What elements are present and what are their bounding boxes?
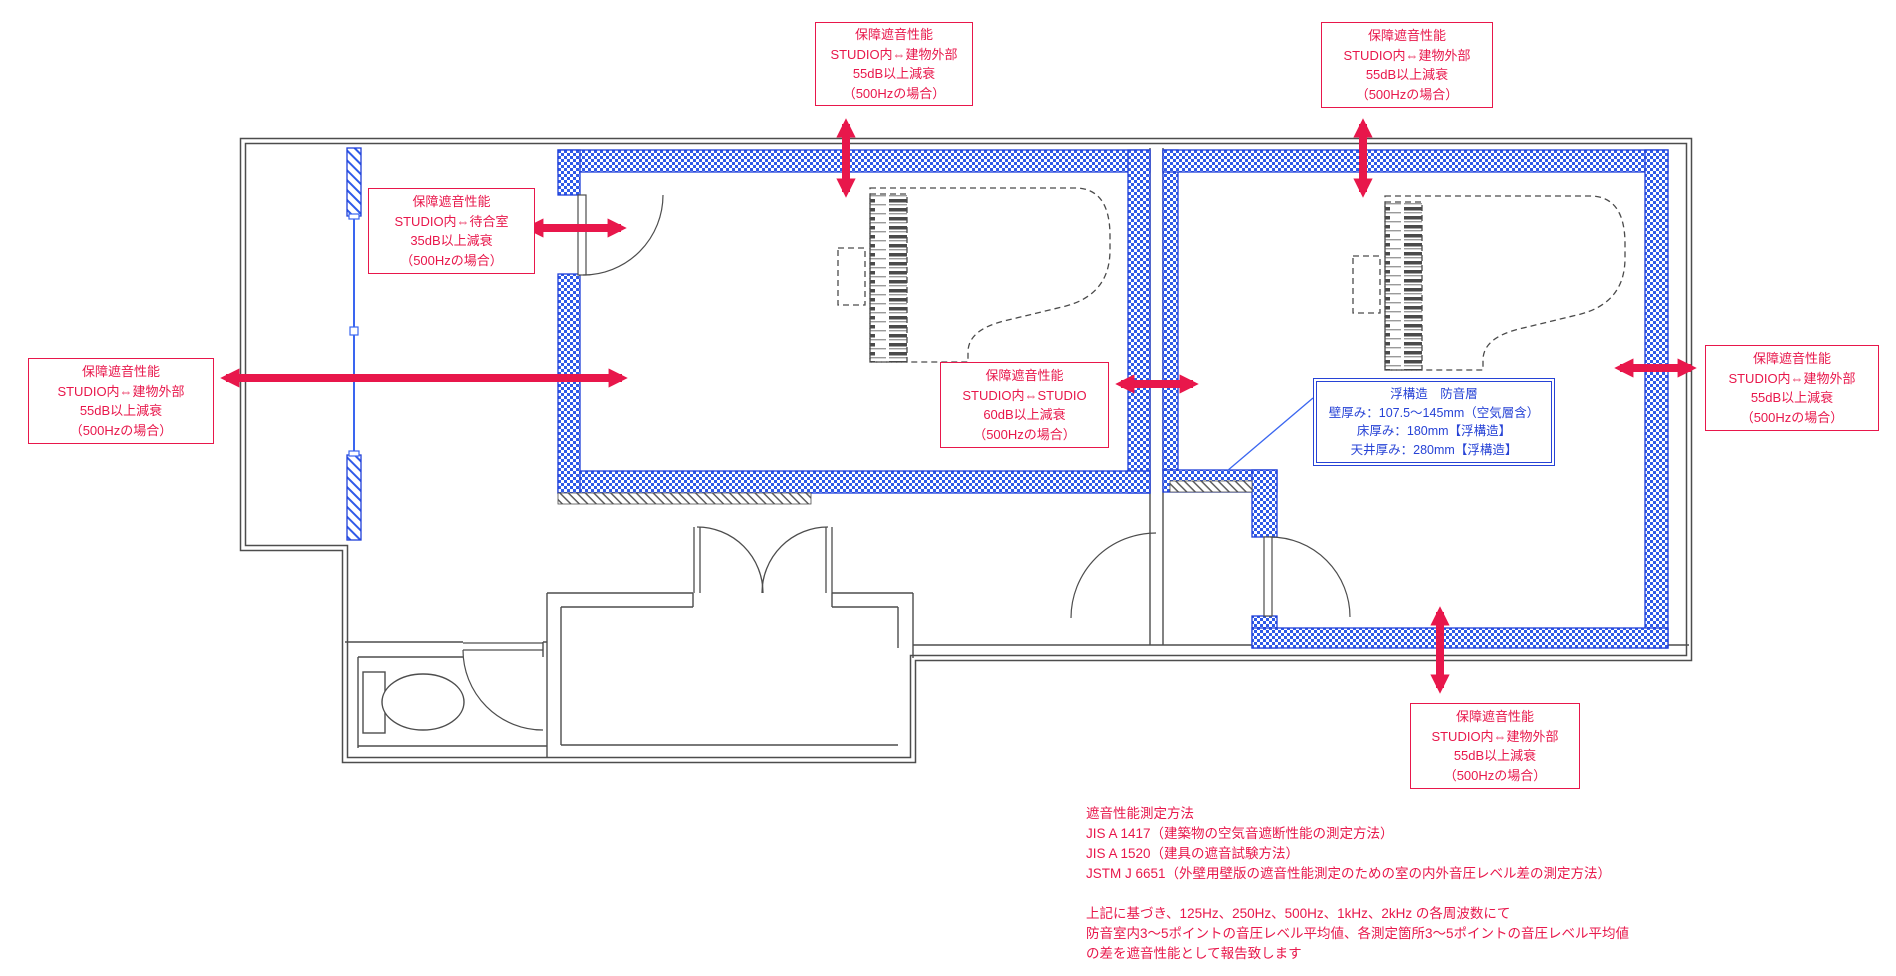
building-outer-shell [239,137,1693,764]
spec-line: 55dB以上減衰 [852,66,936,81]
sound-arrows [220,118,1697,694]
measurement-procedure: 上記に基づき、125Hz、250Hz、500Hz、1kHz、2kHz の各周波数… [1086,904,1726,964]
spec-line: （500Hzの場合） [400,252,503,268]
entry-double-door [693,526,833,594]
corridor-door [1070,532,1157,619]
note-line: JSTM J 6651（外壁用壁版の遮音性能測定のための室の内外音圧レベル差の測… [1086,866,1612,881]
note-line: 防音室内3～5ポイントの音圧レベル平均値、各測定箇所3～5ポイントの音圧レベル平… [1086,926,1630,941]
spec-box-top-center: 保障遮音性能 STUDIO内⇔建物外部 55dB以上減衰 （500Hzの場合） [815,22,973,106]
studio2-wall-liner [1169,480,1253,493]
note-line: の差を遮音性能として報告致します [1086,946,1302,961]
glass-wall [348,213,360,457]
spec-line: STUDIO内⇔建物外部 [1728,370,1856,386]
note-line: 遮音性能測定方法 [1086,806,1194,821]
spec-line: （500Hzの場合） [69,422,173,438]
studio2-door [1263,536,1351,618]
entry-room [546,592,914,757]
floating-structure-title: 浮構造 防音層 [1390,387,1478,401]
measurement-notes: 遮音性能測定方法 JIS A 1417（建築物の空気音遮断性能の測定方法） JI… [1086,804,1726,976]
spec-box-far-left: 保障遮音性能 STUDIO内⇔建物外部 55dB以上減衰 （500Hzの場合） [28,358,214,444]
note-line: 上記に基づき、125Hz、250Hz、500Hz、1kHz、2kHz の各周波数… [1086,906,1511,921]
spec-line: 保障遮音性能 [412,194,491,209]
studio1-wall-liner [557,492,812,505]
spec-line: （500Hzの場合） [1443,767,1547,783]
spec-box-far-right: 保障遮音性能 STUDIO内⇔建物外部 55dB以上減衰 （500Hzの場合） [1705,345,1879,431]
leader-line [1226,397,1314,472]
spec-line: 保障遮音性能 [854,27,933,42]
note-line: JIS A 1417（建築物の空気音遮断性能の測定方法） [1086,826,1394,841]
floating-structure-box-inner: 浮構造 防音層 壁厚み：107.5～145mm（空気層含） 床厚み：180mm【… [1316,381,1552,463]
spec-line: STUDIO内⇔待合室 [394,213,509,229]
spec-line: 保障遮音性能 [1367,28,1446,43]
floating-structure-line: 壁厚み：107.5～145mm（空気層含） [1328,405,1540,420]
floating-structure-line: 天井厚み：280mm【浮構造】 [1350,442,1518,457]
spec-line: （500Hzの場合） [1740,409,1844,425]
spec-line: 35dB以上減衰 [410,233,493,248]
spec-line: 保障遮音性能 [81,364,160,379]
spec-box-bottom: 保障遮音性能 STUDIO内⇔建物外部 55dB以上減衰 （500Hzの場合） [1410,703,1580,789]
measurement-methods: 遮音性能測定方法 JIS A 1417（建築物の空気音遮断性能の測定方法） JI… [1086,804,1726,884]
grand-piano-2 [1352,195,1626,371]
toilet-icon [362,671,465,734]
toilet-door [462,642,544,731]
spec-box-waiting-room: 保障遮音性能 STUDIO内⇔待合室 35dB以上減衰 （500Hzの場合） [368,188,535,274]
studio1-door [577,194,664,276]
spec-line: 55dB以上減衰 [1365,67,1449,82]
spec-box-studio-to-studio: 保障遮音性能 STUDIO内⇔STUDIO 60dB以上減衰 （500Hzの場合… [940,362,1109,448]
spec-box-top-right: 保障遮音性能 STUDIO内⇔建物外部 55dB以上減衰 （500Hzの場合） [1321,22,1493,108]
note-line: JIS A 1520（建具の遮音試験方法） [1086,846,1300,861]
grand-piano-1 [837,187,1111,363]
floating-structure-line: 床厚み：180mm【浮構造】 [1356,424,1512,438]
spec-line: STUDIO内⇔建物外部 [1431,728,1559,744]
spec-line: STUDIO内⇔建物外部 [1343,47,1471,63]
spec-line: STUDIO内⇔STUDIO [962,387,1087,403]
spec-line: 55dB以上減衰 [79,403,163,418]
spec-line: 60dB以上減衰 [983,407,1066,422]
spec-line: 保障遮音性能 [1455,709,1534,724]
spec-line: 保障遮音性能 [985,368,1064,383]
spec-line: （500Hzの場合） [842,85,946,101]
spec-line: STUDIO内⇔建物外部 [57,383,185,399]
waiting-partition [346,147,362,541]
spec-line: 55dB以上減衰 [1453,748,1537,763]
floating-structure-box: 浮構造 防音層 壁厚み：107.5～145mm（空気層含） 床厚み：180mm【… [1313,378,1555,466]
spec-line: STUDIO内⇔建物外部 [830,46,958,62]
spec-line: （500Hzの場合） [1355,86,1459,102]
spec-line: 55dB以上減衰 [1750,390,1834,405]
spec-line: （500Hzの場合） [973,426,1076,442]
spec-line: 保障遮音性能 [1752,351,1831,366]
